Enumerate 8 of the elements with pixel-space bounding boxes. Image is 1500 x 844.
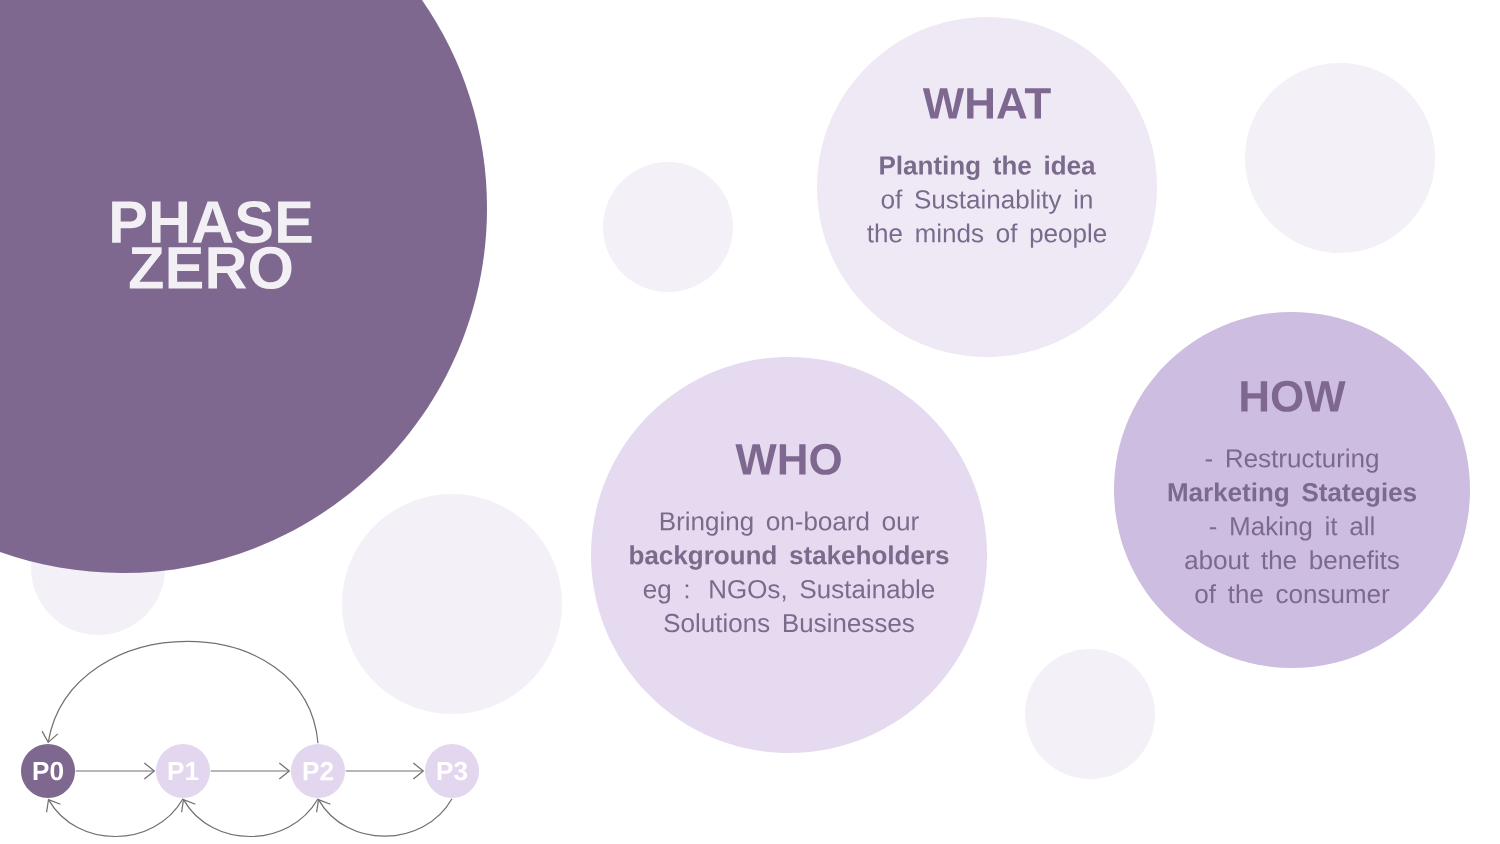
arrow — [41, 640, 319, 744]
arrow — [210, 762, 291, 780]
arrow — [345, 762, 425, 780]
arrow — [75, 762, 156, 780]
arrow — [180, 798, 319, 838]
arrow — [315, 798, 453, 837]
circle — [342, 494, 562, 714]
arrow — [45, 798, 184, 838]
